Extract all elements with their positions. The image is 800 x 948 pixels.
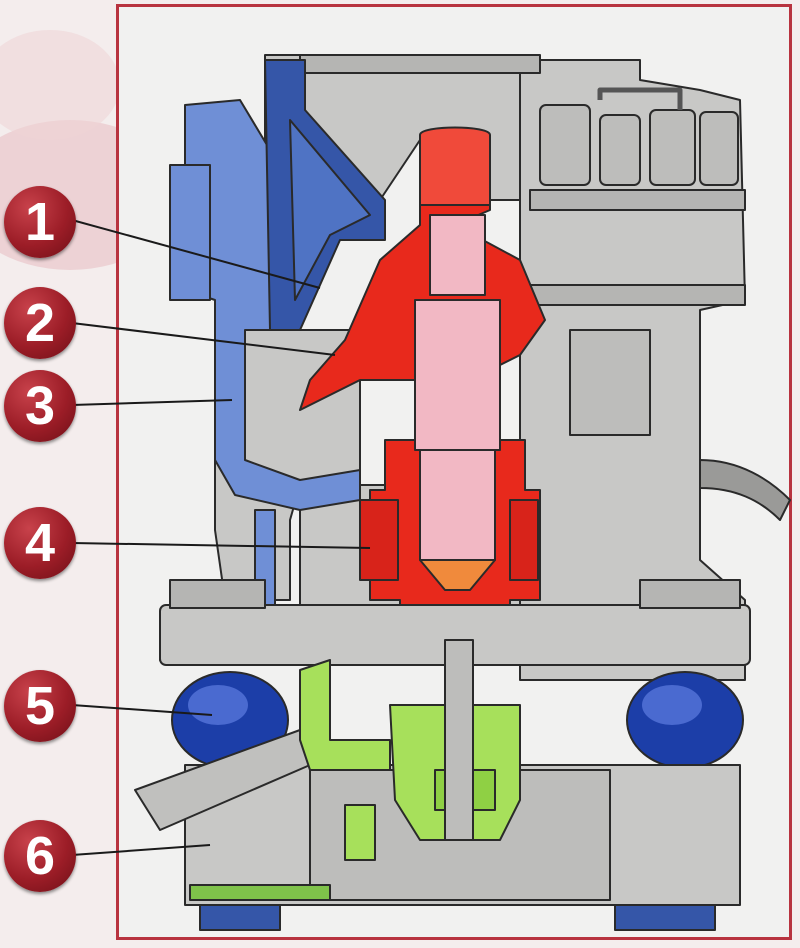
callout-5: 5 [4, 670, 76, 742]
leader-line-4 [71, 542, 371, 549]
shaft-lower [419, 449, 496, 561]
callout-2: 2 [4, 287, 76, 359]
drive-shaft [444, 639, 474, 841]
motor-cylinder-4 [699, 111, 739, 186]
drive-gear [344, 804, 376, 861]
leader-line-5 [71, 704, 213, 716]
rotor-cap [419, 126, 491, 206]
leader-line-1 [71, 219, 321, 289]
motor-cylinder-1 [539, 104, 591, 186]
leader-line-3 [71, 399, 233, 406]
shaft-upper [429, 214, 486, 296]
callout-1: 1 [4, 186, 76, 258]
chute-flange [169, 164, 211, 301]
motor-cylinder-3 [649, 109, 696, 186]
shaft-mid [414, 299, 501, 451]
leader-line-6 [71, 844, 211, 856]
top-plate-right [529, 189, 746, 211]
drive-arm [299, 659, 391, 771]
rotor-block-left [359, 499, 399, 581]
motor-cylinder-2 [599, 114, 641, 186]
foot-left [199, 904, 281, 931]
callout-3: 3 [4, 370, 76, 442]
callout-4: 4 [4, 507, 76, 579]
cable-gland [699, 459, 791, 521]
spring-mount-right-hl [642, 685, 702, 725]
crusher-cone-inner [289, 119, 371, 301]
top-flange [299, 54, 541, 74]
callout-6: 6 [4, 820, 76, 892]
shaft-end [419, 559, 496, 591]
mount-right [639, 579, 741, 609]
mount-left [169, 579, 266, 609]
foot-right [614, 904, 716, 931]
top-plate-right-2 [529, 284, 746, 306]
spring-mount-left-hl [188, 685, 248, 725]
leader-line-2 [71, 322, 336, 356]
rotor-block-right [509, 499, 539, 581]
pipe-fitting [597, 87, 683, 110]
base-green-strip [189, 884, 331, 901]
access-panel [569, 329, 651, 436]
background-decoration-2 [0, 30, 120, 140]
